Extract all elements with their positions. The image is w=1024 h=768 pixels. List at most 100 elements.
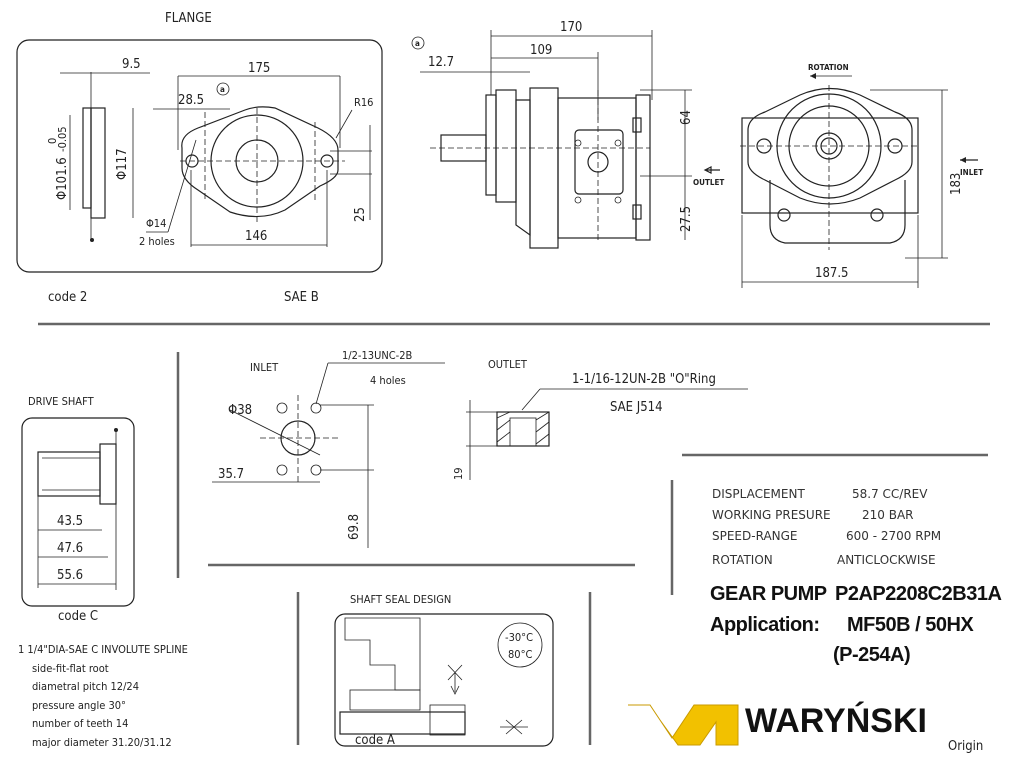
dim-25: 25 <box>353 207 368 222</box>
holes-count: 2 holes <box>139 235 175 248</box>
rotation-label: ROTATION <box>808 63 849 72</box>
flange-standard: SAE B <box>284 290 319 305</box>
product-info: GEAR PUMP P2AP2208C2B31A Application: MF… <box>710 583 1002 666</box>
outlet-arrow-icon <box>703 166 720 174</box>
inlet-port-pad <box>574 129 624 195</box>
dim-tol-lower: -0.05 <box>56 126 69 152</box>
dim-r16: R16 <box>354 96 373 109</box>
brand-name: WARYŃSKI <box>745 702 927 740</box>
seal-housing <box>344 617 421 691</box>
brand-logo: WARYŃSKI Origin <box>628 702 983 754</box>
dim-47-6: 47.6 <box>57 541 83 556</box>
dim-dia-101-6: Φ101.6 <box>55 157 70 200</box>
spec-label: WORKING PRESURE <box>712 508 831 522</box>
dim-12-7: 12.7 <box>428 55 454 70</box>
inlet-label: INLET <box>960 168 983 177</box>
drive-shaft-frame <box>21 417 135 607</box>
inlet-holes: 4 holes <box>370 374 406 387</box>
dim-43-5: 43.5 <box>57 514 83 529</box>
shaft-seal-section: SHAFT SEAL DESIGN code A -30°C 80°C <box>334 593 554 748</box>
product-model: P2AP2208C2B31A <box>835 583 1001 605</box>
flange-spigot <box>82 107 92 209</box>
spec-value: ANTICLOCKWISE <box>837 553 936 567</box>
inlet-dim-35-7: 35.7 <box>218 467 244 482</box>
spec-label: ROTATION <box>712 553 773 567</box>
seal-ring <box>349 689 421 711</box>
flange-plate <box>90 107 106 219</box>
spline-spec-line: pressure angle 30° <box>32 699 126 712</box>
dim-dia-117: Φ117 <box>115 148 130 180</box>
temp-low: -30°C <box>505 631 533 644</box>
spline-spec-line: diametral pitch 12/24 <box>32 680 139 693</box>
drive-shaft-title: DRIVE SHAFT <box>28 395 95 408</box>
side-view: a 170 109 12.7 64 27.5 OUTLET <box>411 20 724 249</box>
brand-sub: Origin <box>948 739 983 754</box>
inlet-dia: Φ38 <box>228 403 252 418</box>
front-view: ROTATION 183 187.5 INLET <box>740 63 983 288</box>
flange-code: code 2 <box>48 290 87 305</box>
dim-tol-upper: 0 <box>46 138 59 144</box>
spec-value: 58.7 CC/REV <box>852 487 928 501</box>
front-cover <box>529 87 559 249</box>
outlet-label: OUTLET <box>693 178 724 187</box>
pump-body <box>557 97 637 239</box>
flange-face <box>181 106 339 218</box>
side-mark-a: a <box>415 39 420 48</box>
brand-mark-icon <box>628 704 739 746</box>
shaft-seal-frame <box>334 613 554 747</box>
outlet-thread: 1-1/16-12UN-2B "O"Ring <box>572 372 716 387</box>
product-type: GEAR PUMP <box>710 583 827 605</box>
spec-label: DISPLACEMENT <box>712 487 805 501</box>
dim-183: 183 <box>949 173 964 195</box>
dim-28-5: 28.5 <box>178 93 204 108</box>
shaft-seal-title: SHAFT SEAL DESIGN <box>350 593 451 606</box>
spline-spec-line: side-fit-flat root <box>32 662 109 675</box>
inlet-thread: 1/2-13UNC-2B <box>342 349 413 362</box>
outlet-standard: SAE J514 <box>610 400 663 415</box>
dim-64: 64 <box>679 110 694 125</box>
seal-shaft <box>339 711 466 735</box>
product-ref: (P-254A) <box>833 644 910 666</box>
application-value: MF50B / 50HX <box>847 614 974 636</box>
rotation-arrow-icon <box>810 73 816 79</box>
flange-frame <box>16 39 383 273</box>
application-label: Application: <box>710 614 820 636</box>
spec-value: 210 BAR <box>862 508 914 522</box>
dim-27-5: 27.5 <box>679 206 694 232</box>
drive-spline <box>815 132 843 160</box>
inlet-dim-69-8: 69.8 <box>347 514 362 540</box>
dim-55-6: 55.6 <box>57 568 83 583</box>
temperature-badge <box>497 622 543 668</box>
dim-175: 175 <box>248 61 270 76</box>
shaft-seal-code: code A <box>355 733 395 748</box>
inlet-title: INLET <box>250 361 279 374</box>
pump-housing <box>741 117 919 214</box>
temp-high: 80°C <box>508 648 533 661</box>
flange-title: FLANGE <box>165 11 212 26</box>
inlet-arrow-icon <box>960 157 966 163</box>
front-flange <box>747 87 913 205</box>
drive-shaft-code: code C <box>58 609 98 624</box>
outlet-dim-19: 19 <box>452 467 465 480</box>
spline-spec: 1 1/4"DIA-SAE C INVOLUTE SPLINE side-fit… <box>18 643 188 749</box>
rear-cover <box>635 94 651 241</box>
dim-146: 146 <box>245 229 267 244</box>
pressure-symbol-icon <box>447 664 463 695</box>
dim-dia-14: Φ14 <box>146 217 166 230</box>
shaft-spline <box>37 451 101 497</box>
spec-value: 600 - 2700 RPM <box>846 529 941 543</box>
outlet-port-section: OUTLET 1-1/16-12UN-2B "O"Ring SAE J514 1… <box>452 358 748 480</box>
spline-spec-line: number of teeth 14 <box>32 717 128 730</box>
dim-109: 109 <box>530 43 552 58</box>
mounting-flange <box>495 89 517 203</box>
dim-170: 170 <box>560 20 582 35</box>
spline-spec-line: 1 1/4"DIA-SAE C INVOLUTE SPLINE <box>18 643 188 656</box>
inlet-port-section: INLET 1/2-13UNC-2B 4 holes Φ38 35.7 69.8 <box>212 349 445 548</box>
flange-mark-a: a <box>220 85 225 94</box>
drive-shaft-section: DRIVE SHAFT 43.5 47.6 55.6 code C 1 1/4"… <box>18 395 188 749</box>
dim-9-5: 9.5 <box>122 57 141 72</box>
flange-section: FLANGE 9.5 Φ101.6 0 -0.05 Φ117 175 <box>16 11 383 305</box>
spline-spec-line: major diameter 31.20/31.12 <box>32 736 172 749</box>
